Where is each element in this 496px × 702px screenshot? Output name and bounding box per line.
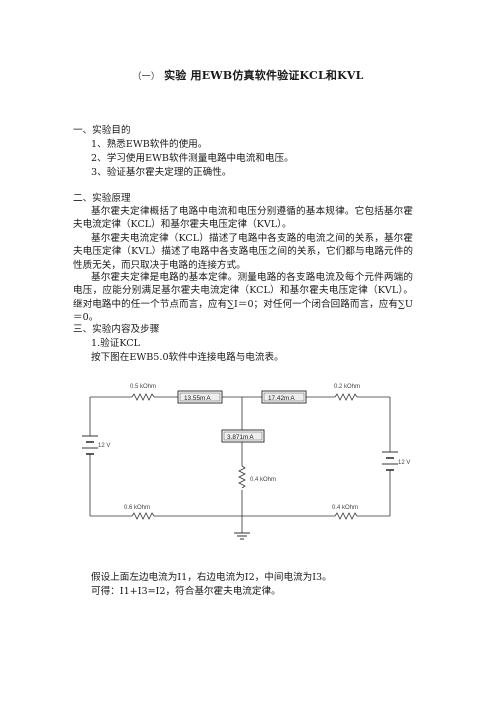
label-r-bottom-right: 0.4 kOhm (332, 505, 358, 511)
page-title: （一）实验 用EWB仿真软件验证KCL和KVL (0, 67, 496, 83)
label-v-right: 12 V (398, 460, 410, 466)
resistor-top-right (334, 393, 358, 401)
principle-paragraph-3: 基尔霍夫定律是电路的基本定律。测量电路的各支路电流及每个元件两端的电压，应能分别… (73, 272, 413, 323)
purpose-item-3: 3、验证基尔霍夫定理的正确性。 (91, 167, 232, 178)
label-r-top-right: 0.2 kOhm (334, 384, 360, 390)
section-heading-principle: 二、实验原理 (73, 193, 131, 204)
step-kcl-instruction: 按下图在EWB5.0软件中连接电路与电流表。 (91, 352, 284, 363)
battery-left (82, 435, 98, 456)
ammeter-left-reading: 13.55mA (184, 395, 211, 402)
resistor-top-left (131, 393, 155, 401)
section-heading-steps: 三、实验内容及步骤 (73, 324, 160, 335)
step-kcl-title: 1.验证KCL (91, 338, 140, 349)
principle-paragraph-1: 基尔霍夫定律概括了电路中电流和电压分别遵循的基本规律。它包括基尔霍夫电流定律（K… (73, 206, 413, 231)
battery-right (382, 451, 398, 471)
title-prefix: （一） (132, 72, 161, 82)
ammeter-right (261, 390, 307, 404)
label-r-top-left: 0.5 kOhm (130, 384, 156, 390)
resistor-middle (238, 465, 246, 489)
purpose-item-1: 1、熟悉EWB软件的使用。 (91, 139, 208, 150)
ammeter-left (177, 390, 223, 404)
label-r-bottom-left: 0.6 kOhm (124, 505, 150, 511)
kcl-conclusion: 可得：I1+I3=I2，符合基尔霍夫电流定律。 (91, 586, 281, 597)
ammeter-right-reading: 17.42mA (268, 395, 295, 402)
circuit-diagram: 0.5 kOhm 0.2 kOhm 0.4 kOhm 0.6 kOhm 0.4 … (60, 370, 420, 555)
label-r-middle: 0.4 kOhm (250, 477, 276, 483)
title-text: 实验 用EWB仿真软件验证KCL和KVL (164, 69, 364, 82)
section-heading-purpose: 一、实验目的 (73, 125, 131, 136)
ammeter-middle (221, 429, 265, 443)
purpose-item-2: 2、学习使用EWB软件测量电路中电流和电压。 (91, 153, 294, 164)
resistor-bottom-left (131, 512, 155, 520)
label-v-left: 12 V (98, 443, 110, 449)
ground-symbol (234, 532, 250, 540)
ammeter-middle-reading: 3.871mA (227, 434, 254, 441)
resistor-bottom-right (334, 512, 358, 520)
current-assumption: 假设上面左边电流为I1，右边电流为I2，中间电流为I3。 (91, 572, 332, 583)
principle-paragraph-2: 基尔霍夫电流定律（KCL）描述了电路中各支路的电流之间的关系，基尔霍夫电压定律（… (73, 233, 413, 271)
